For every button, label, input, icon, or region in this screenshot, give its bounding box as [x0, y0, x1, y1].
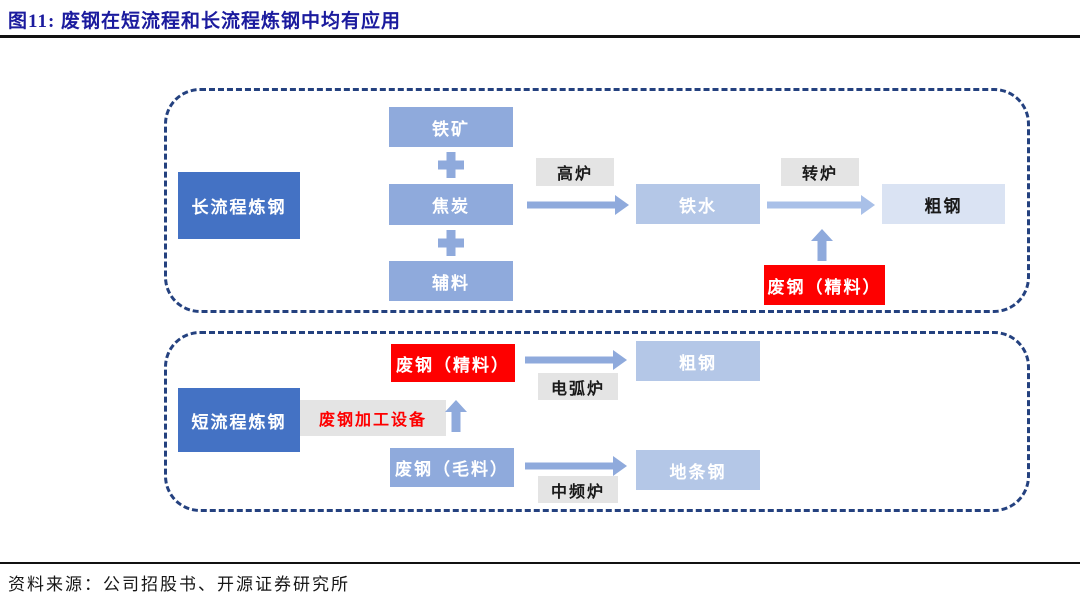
- plus-icon: [438, 230, 464, 256]
- arrow-shaft: [451, 411, 461, 432]
- arrow-right-icon: [767, 195, 875, 215]
- mf-furnace-label: 中频炉: [538, 476, 618, 503]
- arrow-right-icon: [525, 350, 627, 370]
- crude-steel-box-short: 粗钢: [636, 341, 760, 381]
- arrow-shaft: [525, 356, 614, 364]
- long-process-label: 长流程炼钢: [178, 172, 300, 239]
- input-iron-ore: 铁矿: [389, 107, 513, 147]
- figure-title: 图11: 废钢在短流程和长流程炼钢中均有应用: [8, 11, 402, 32]
- arrow-head: [811, 229, 833, 241]
- scrap-refined-box-long: 废钢（精料）: [764, 265, 885, 305]
- scrap-raw-box: 废钢（毛料）: [390, 448, 514, 487]
- blast-furnace-label: 高炉: [536, 158, 614, 186]
- long-process-container: 长流程炼钢 铁矿 焦炭 辅料 高炉 铁水 转炉 粗钢 废钢（精料）: [164, 88, 1030, 313]
- converter-label: 转炉: [781, 158, 859, 186]
- title-divider: [0, 35, 1080, 38]
- arrow-right-icon: [525, 456, 627, 476]
- source-text: 资料来源：公司招股书、开源证券研究所: [8, 575, 350, 594]
- arrow-head: [445, 400, 467, 412]
- ditiao-steel-box: 地条钢: [636, 450, 760, 490]
- crude-steel-box-long: 粗钢: [882, 184, 1005, 224]
- plus-icon: [438, 152, 464, 178]
- arrow-up-icon: [444, 400, 468, 432]
- arrow-shaft: [817, 240, 827, 261]
- short-process-container: 短流程炼钢 废钢加工设备 废钢（精料） 电弧炉 粗钢 废钢（毛料） 中频炉 地条…: [164, 331, 1030, 512]
- arrow-right-icon: [527, 195, 629, 215]
- source-divider: [0, 562, 1080, 564]
- input-auxiliary: 辅料: [389, 261, 513, 301]
- arrow-shaft: [767, 201, 862, 209]
- arrow-shaft: [525, 462, 614, 470]
- eaf-label: 电弧炉: [538, 373, 618, 400]
- arrow-shaft: [527, 201, 616, 209]
- arrow-head: [861, 195, 875, 215]
- arrow-up-icon: [810, 229, 834, 261]
- arrow-head: [613, 350, 627, 370]
- molten-iron-box: 铁水: [636, 184, 760, 224]
- arrow-head: [615, 195, 629, 215]
- scrap-refined-box-short: 废钢（精料）: [391, 344, 515, 382]
- short-process-label: 短流程炼钢: [178, 388, 300, 452]
- input-coke: 焦炭: [389, 184, 513, 225]
- arrow-head: [613, 456, 627, 476]
- scrap-equipment-box: 废钢加工设备: [300, 400, 446, 436]
